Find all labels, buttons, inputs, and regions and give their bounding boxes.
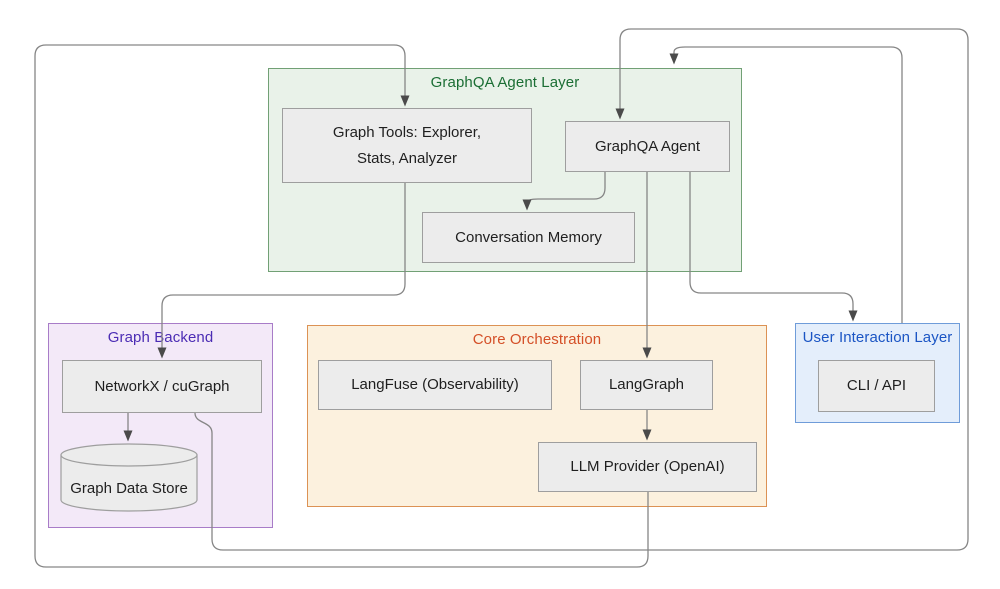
node-langfuse-label: LangFuse (Observability)	[351, 376, 519, 394]
node-llm-provider: LLM Provider (OpenAI)	[538, 442, 757, 492]
container-title-graphqa-agent-layer: GraphQA Agent Layer	[430, 74, 580, 91]
container-title-user-interaction-layer: User Interaction Layer	[802, 329, 953, 346]
container-title-core-orchestration: Core Orchestration	[472, 331, 602, 348]
node-graph-tools: Graph Tools: Explorer, Stats, Analyzer	[282, 108, 532, 183]
container-title-graph-backend: Graph Backend	[107, 329, 214, 346]
node-graph-data-store: Graph Data Store	[60, 443, 198, 512]
node-langfuse: LangFuse (Observability)	[318, 360, 552, 410]
node-networkx-cugraph: NetworkX / cuGraph	[62, 360, 262, 413]
node-networkx-cugraph-label: NetworkX / cuGraph	[94, 377, 230, 395]
node-langgraph: LangGraph	[580, 360, 713, 410]
node-cli-api: CLI / API	[818, 360, 935, 412]
node-llm-provider-label: LLM Provider (OpenAI)	[570, 458, 725, 476]
node-graph-data-store-label: Graph Data Store	[70, 480, 188, 497]
node-cli-api-label: CLI / API	[846, 377, 907, 395]
node-conversation-memory: Conversation Memory	[422, 212, 635, 263]
node-graphqa-agent: GraphQA Agent	[565, 121, 730, 172]
node-conversation-memory-label: Conversation Memory	[455, 228, 602, 246]
node-graph-tools-label: Graph Tools: Explorer, Stats, Analyzer	[332, 124, 482, 167]
node-graphqa-agent-label: GraphQA Agent	[594, 137, 701, 155]
node-langgraph-label: LangGraph	[608, 376, 685, 394]
